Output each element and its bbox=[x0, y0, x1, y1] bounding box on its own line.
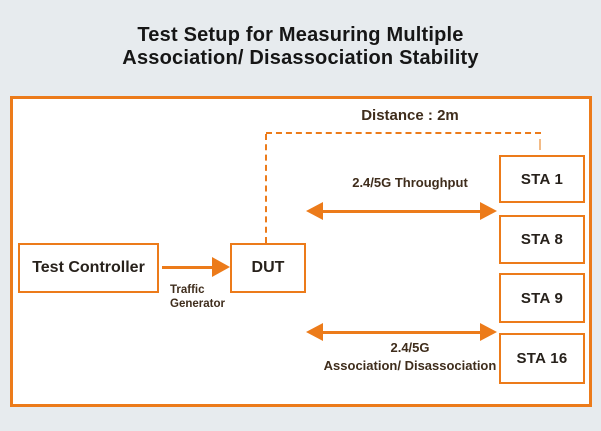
association-label: 2.4/5G Association/ Disassociation bbox=[310, 339, 510, 375]
page-title: Test Setup for Measuring Multiple Associ… bbox=[0, 24, 601, 70]
throughput-label: 2.4/5G Throughput bbox=[352, 175, 468, 190]
sta-8-box: STA 8 bbox=[499, 215, 585, 264]
arrow-left-head-icon bbox=[306, 323, 323, 341]
association-label-line-1: 2.4/5G bbox=[390, 340, 430, 355]
distance-dashed-tick bbox=[539, 139, 541, 150]
association-label-line-2: Association/ Disassociation bbox=[323, 358, 497, 373]
arrow-right-head-icon bbox=[480, 202, 497, 220]
distance-dashed-line-vertical bbox=[265, 134, 267, 243]
test-controller-box: Test Controller bbox=[18, 243, 159, 293]
test-controller-label: Test Controller bbox=[32, 259, 145, 276]
sta-1-box: STA 1 bbox=[499, 155, 585, 203]
throughput-double-arrow bbox=[306, 202, 497, 220]
arrow-shaft bbox=[323, 209, 480, 213]
arrow-shaft bbox=[323, 330, 480, 334]
dut-box: DUT bbox=[230, 243, 306, 293]
traffic-generator-arrow bbox=[162, 257, 230, 277]
page-title-line-2: Association/ Disassociation Stability bbox=[122, 47, 479, 69]
sta-9-box: STA 9 bbox=[499, 273, 585, 323]
page-title-line-1: Test Setup for Measuring Multiple bbox=[137, 24, 464, 46]
distance-dashed-line-horizontal bbox=[266, 132, 541, 134]
distance-label: Distance : 2m bbox=[361, 107, 459, 124]
arrow-left-head-icon bbox=[306, 202, 323, 220]
sta-16-label: STA 16 bbox=[516, 350, 568, 367]
dut-label: DUT bbox=[251, 259, 285, 276]
sta-16-box: STA 16 bbox=[499, 333, 585, 384]
sta-1-label: STA 1 bbox=[520, 170, 564, 188]
sta-9-label: STA 9 bbox=[520, 289, 564, 307]
arrow-right-head-icon bbox=[480, 323, 497, 341]
arrow-shaft bbox=[162, 265, 212, 269]
traffic-generator-label: Traffic Generator bbox=[170, 284, 225, 310]
sta-8-label: STA 8 bbox=[520, 231, 564, 248]
association-double-arrow bbox=[306, 323, 497, 341]
arrow-right-head-icon bbox=[212, 257, 230, 277]
